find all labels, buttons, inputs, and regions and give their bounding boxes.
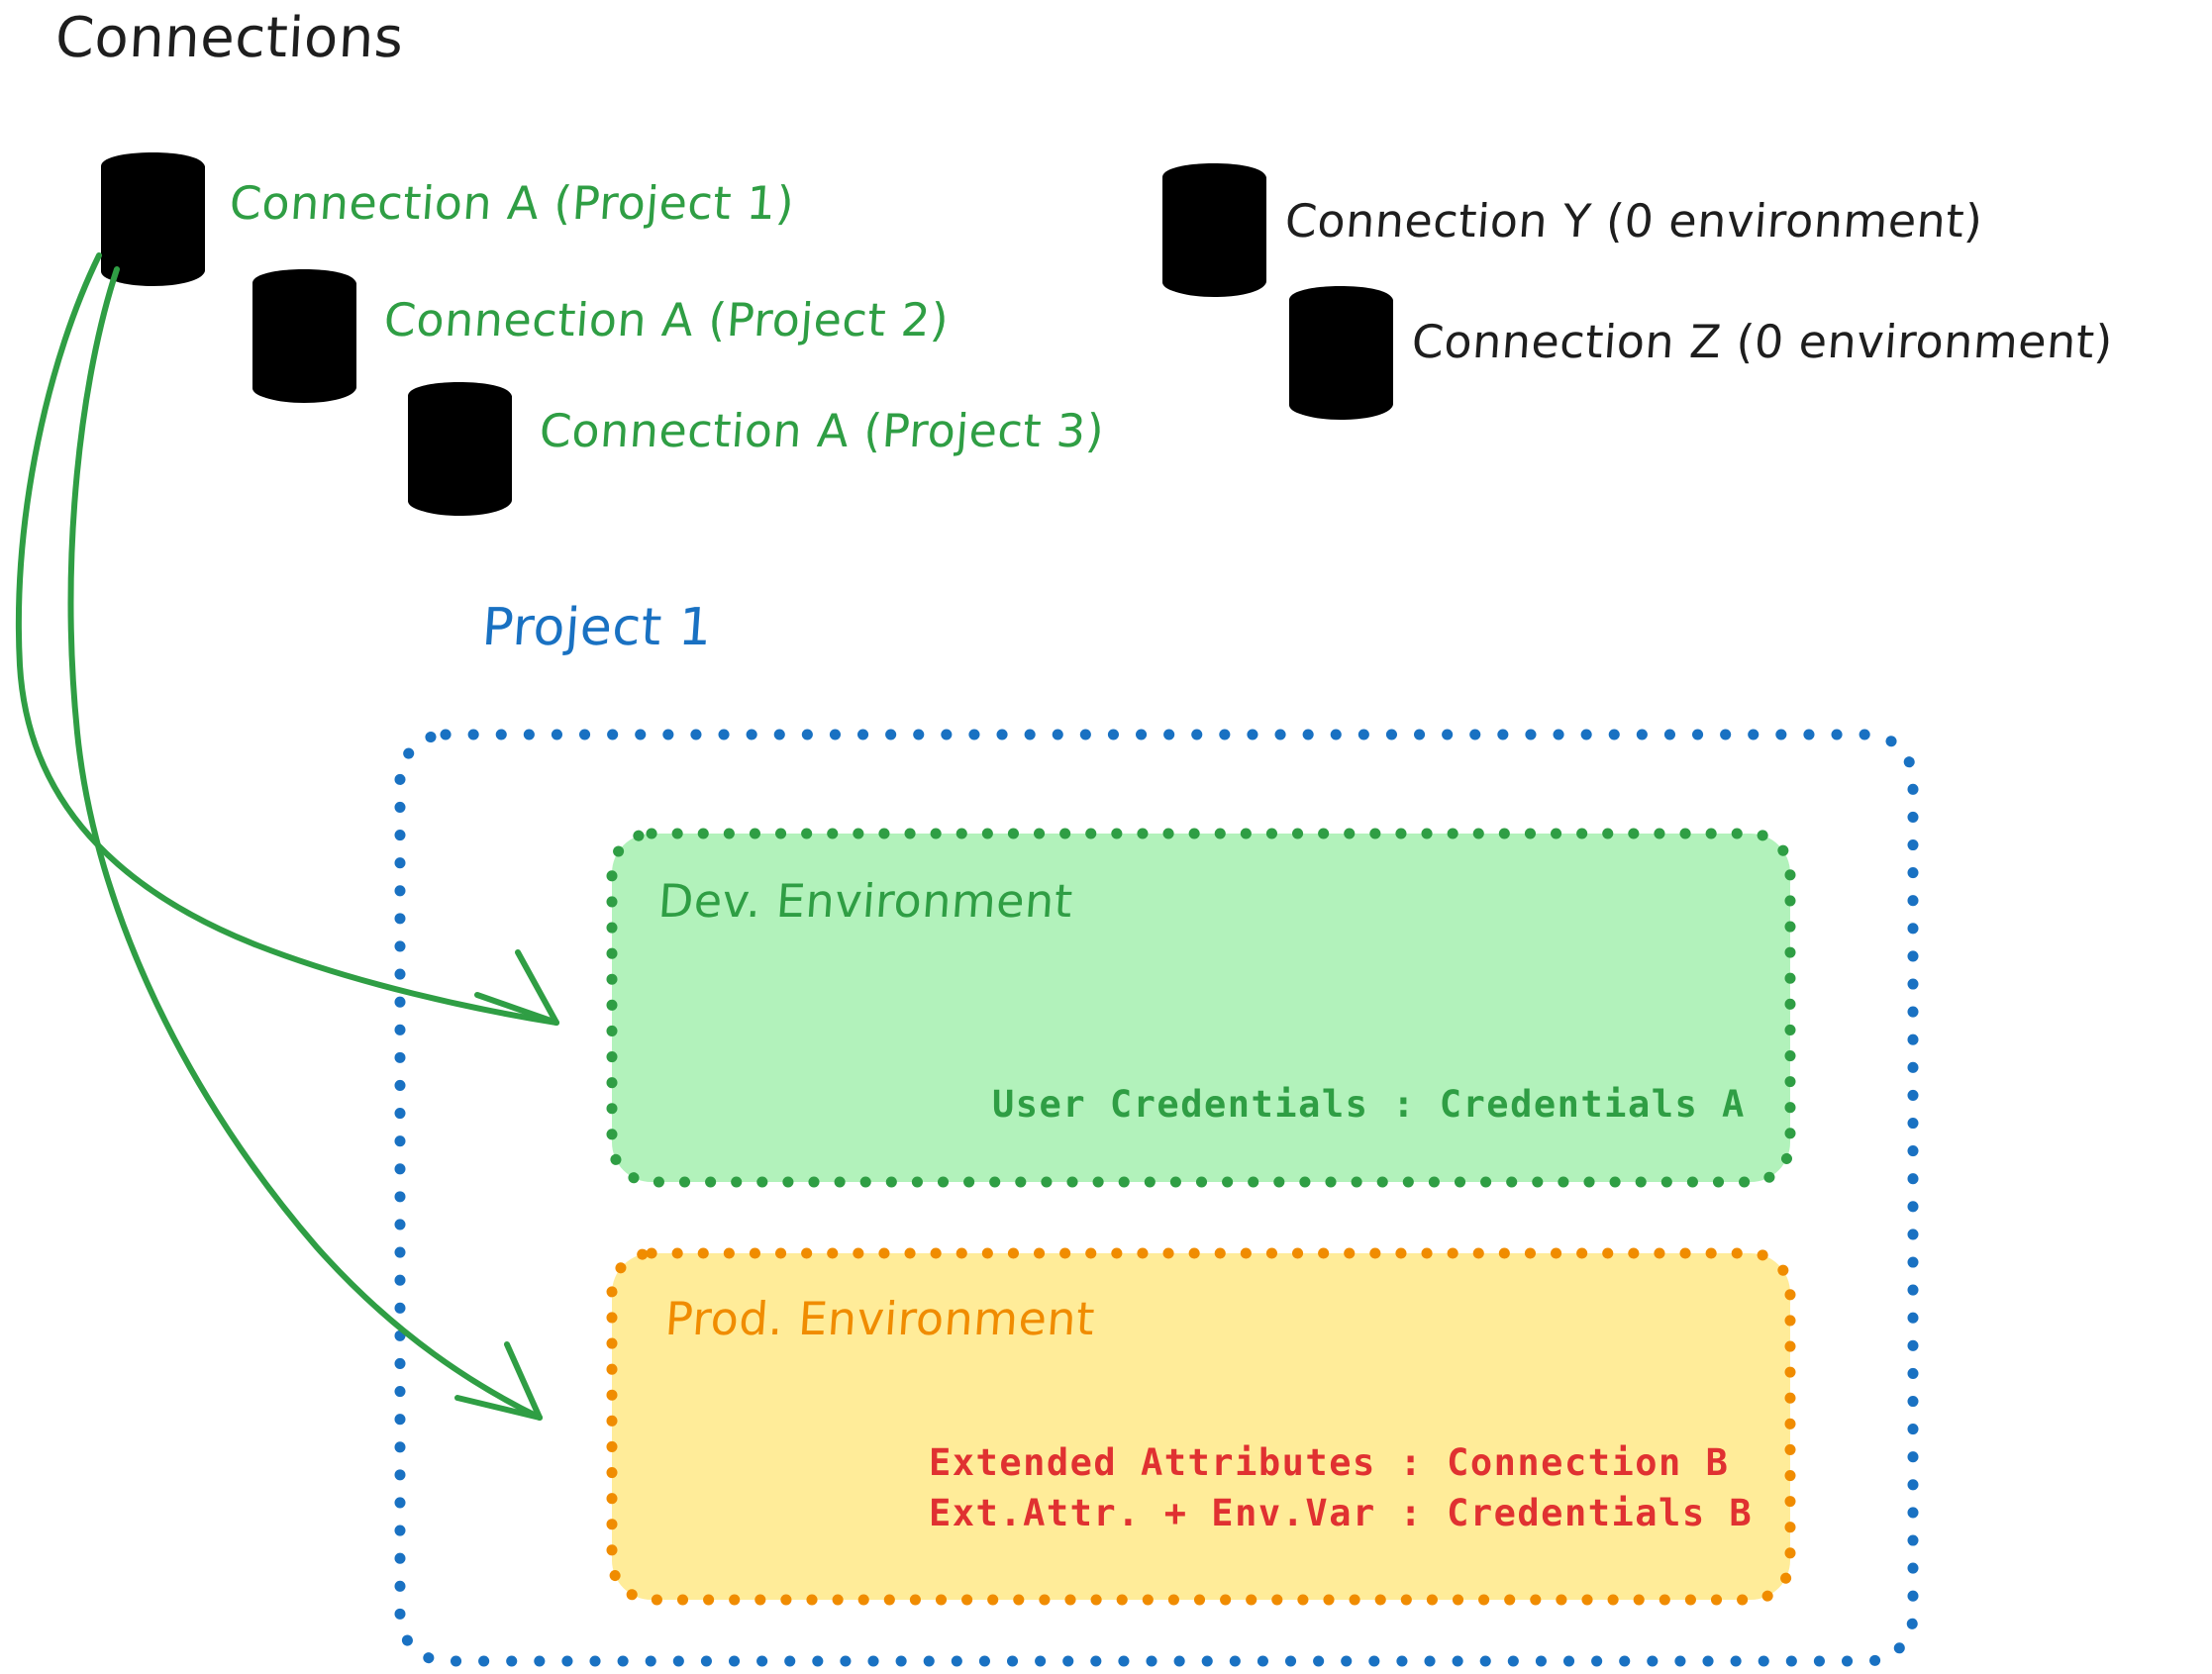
- prod-environment-entry-1: Extended Attributes : Connection B: [929, 1441, 1730, 1484]
- database-icon-connection-a-project-3: [408, 382, 512, 516]
- prod-environment-fill: [612, 1253, 1790, 1600]
- arrow-connection-a-to-prod: [67, 266, 543, 1421]
- project-1-container-border: [394, 729, 1919, 1667]
- project-title: Project 1: [479, 598, 715, 657]
- page-title: Connections: [53, 6, 406, 70]
- connection-label-y: Connection Y (0 environment): [1283, 194, 1985, 247]
- database-icon-connection-z: [1289, 286, 1393, 420]
- database-icon-connection-a-project-1: [101, 152, 205, 286]
- connection-label-z: Connection Z (0 environment): [1410, 315, 2115, 368]
- prod-environment-border: [606, 1247, 1796, 1606]
- dev-environment-entry: User Credentials : Credentials A: [992, 1083, 1746, 1126]
- connection-label-a-project-1: Connection A (Project 1): [228, 176, 797, 230]
- dev-environment-fill: [612, 834, 1790, 1182]
- dev-environment-title: Dev. Environment: [656, 874, 1075, 928]
- database-icon-connection-a-project-2: [252, 269, 356, 403]
- prod-environment-title: Prod. Environment: [663, 1292, 1097, 1345]
- connection-label-a-project-2: Connection A (Project 2): [382, 293, 952, 346]
- arrow-connection-a-to-dev: [15, 252, 559, 1026]
- prod-environment-entry-2: Ext.Attr. + Env.Var : Credentials B: [929, 1492, 1754, 1534]
- connection-label-a-project-3: Connection A (Project 3): [538, 404, 1107, 457]
- database-icon-connection-y: [1162, 163, 1266, 297]
- dev-environment-border: [606, 828, 1796, 1188]
